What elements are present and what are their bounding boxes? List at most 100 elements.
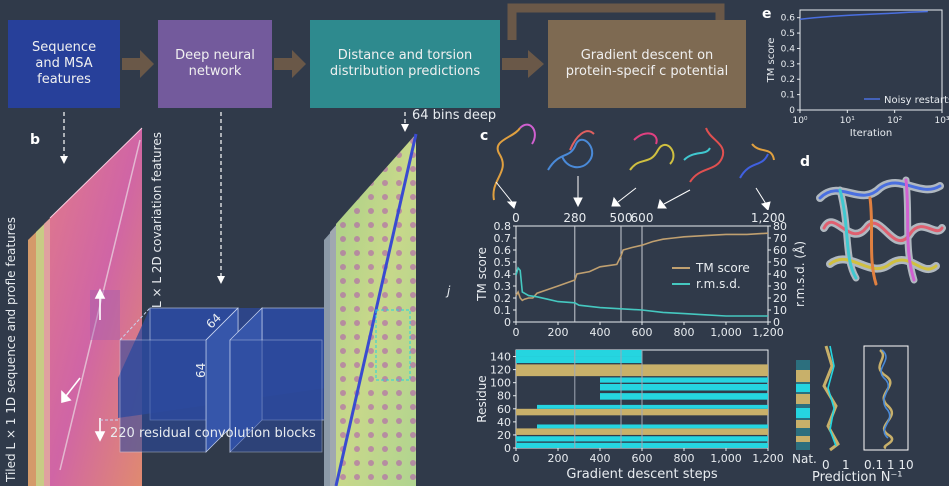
residual-blocks [100, 307, 327, 453]
y-tick-label: 0.5 [494, 256, 512, 269]
protein-snapshots [492, 123, 775, 210]
y-tick-label: 0.7 [494, 232, 512, 245]
label-residual-blocks: 220 residual convolution blocks [110, 426, 316, 441]
x-tick-label: 1,200 [752, 326, 784, 339]
x-tick-label: 400 [590, 326, 611, 339]
x-tick-label: 200 [548, 326, 569, 339]
y-right-tick-label: 60 [773, 244, 787, 257]
legend-label: Noisy restarts [884, 95, 949, 106]
y-axis-label: TM score [475, 247, 489, 302]
x-axis-label: Iteration [850, 128, 892, 139]
x-tick-label: 10³ [934, 116, 949, 126]
panel-label-d: d [800, 154, 811, 170]
y-tick-label: 0.6 [494, 244, 512, 257]
chart-noisy-restarts: 10⁰ 10¹ 10² 10³ 0 0.1 0.2 0.3 0.4 0.5 0.6Iteration… [766, 9, 949, 139]
y-right-tick-label: 0 [773, 316, 780, 329]
series-noisy-restarts [799, 10, 928, 20]
label-prediction-n: Prediction N⁻¹ [812, 470, 903, 485]
ss-band-strand [537, 424, 768, 429]
y-right-tick-label: 20 [773, 292, 787, 305]
x-axis-label: Gradient descent steps [566, 467, 717, 482]
y-tick-label: 0.2 [494, 292, 512, 305]
box-gradient-descent: Gradient descent on protein-specif c pot… [548, 20, 746, 108]
x-tick-label: 1,000 [710, 326, 742, 339]
ss-band-strand [516, 356, 642, 364]
top-tick-label: 600 [631, 211, 654, 225]
ss-band-strand [537, 404, 768, 409]
x-tick-label: 1,000 [710, 452, 742, 465]
y-axis-label: Residue [475, 375, 489, 422]
label-pred-0: 0 [822, 458, 830, 472]
ss-band-strand [600, 393, 768, 400]
label-dim-64-b: 64 [194, 362, 208, 378]
protein-structure-overlay [816, 176, 946, 286]
y-tick-label: 0 [504, 316, 511, 329]
y-tick-label: 60 [497, 403, 511, 416]
label-64-bins: 64 bins deep [412, 108, 497, 123]
y-right-tick-label: 70 [773, 232, 787, 245]
series-tm-score [515, 232, 769, 302]
x-tick-label: 10² [887, 116, 902, 126]
panel-label-e: e [762, 6, 772, 22]
y-tick-label: 40 [497, 416, 511, 429]
ss-band-strand [600, 377, 768, 383]
x-tick-label: 200 [548, 452, 569, 465]
y-right-tick-label: 80 [773, 220, 787, 233]
y-tick-label: 0.5 [781, 29, 795, 39]
y-tick-label: 0.3 [494, 280, 512, 293]
top-tick-label: 500 [610, 211, 633, 225]
y-right-tick-label: 50 [773, 256, 787, 269]
ss-band-strand [516, 350, 642, 357]
y-tick-label: 0.3 [781, 60, 795, 70]
y-tick-label: 0 [504, 442, 511, 455]
y-axis-right-label: r.m.s.d. (Å) [792, 241, 807, 307]
label-nat: Nat. [792, 452, 817, 466]
nat-prediction-panels [796, 345, 909, 452]
y-axis-label: TM score [766, 38, 777, 84]
x-tick-label: 600 [632, 452, 653, 465]
y-tick-label: 100 [490, 377, 511, 390]
label-1d-features: Tiled L × 1 1D sequence and profle featu… [4, 217, 18, 482]
label-2d-features: L × L 2D covariation features [150, 132, 164, 308]
x-tick-label: 800 [674, 326, 695, 339]
label-j: j [447, 284, 451, 298]
label-pred-log: 0.1 1 10 [864, 458, 914, 472]
y-tick-label: 0.1 [494, 304, 512, 317]
box-distance-torsion-predictions: Distance and torsion distribution predic… [310, 20, 500, 108]
plot-frame [799, 9, 943, 111]
legend-label: r.m.s.d. [696, 277, 741, 291]
y-tick-label: 140 [490, 351, 511, 364]
label-pred-1: 1 [842, 458, 850, 472]
y-right-tick-label: 30 [773, 280, 787, 293]
x-tick-label: 0 [513, 326, 520, 339]
ss-band-strand [600, 383, 768, 391]
y-tick-label: 0.8 [494, 220, 512, 233]
distogram-output [324, 133, 418, 486]
y-tick-label: 0.1 [781, 91, 795, 101]
x-tick-label: 600 [632, 326, 653, 339]
x-tick-label: 400 [590, 452, 611, 465]
y-tick-label: 0.2 [781, 75, 795, 85]
top-tick-label: 280 [563, 211, 586, 225]
y-right-tick-label: 10 [773, 304, 787, 317]
box-sequence-msa-features: Sequence and MSA features [8, 20, 120, 108]
y-right-tick-label: 40 [773, 268, 787, 281]
x-tick-label: 0 [513, 452, 520, 465]
y-tick-label: 120 [490, 364, 511, 377]
x-tick-label: 10⁰ [792, 116, 807, 126]
y-tick-label: 0.4 [781, 44, 796, 54]
top-tick-label: 0 [512, 211, 520, 225]
legend-label: TM score [695, 261, 750, 275]
y-tick-label: 0 [789, 106, 795, 116]
x-tick-label: 800 [674, 452, 695, 465]
x-tick-label: 10¹ [840, 116, 855, 126]
y-tick-label: 0.4 [494, 268, 512, 281]
panel-label-b: b [30, 132, 41, 148]
series-r-m-s-d- [515, 266, 768, 317]
panel-label-c: c [480, 128, 489, 144]
y-tick-label: 20 [497, 429, 511, 442]
y-tick-label: 0.6 [781, 14, 796, 24]
